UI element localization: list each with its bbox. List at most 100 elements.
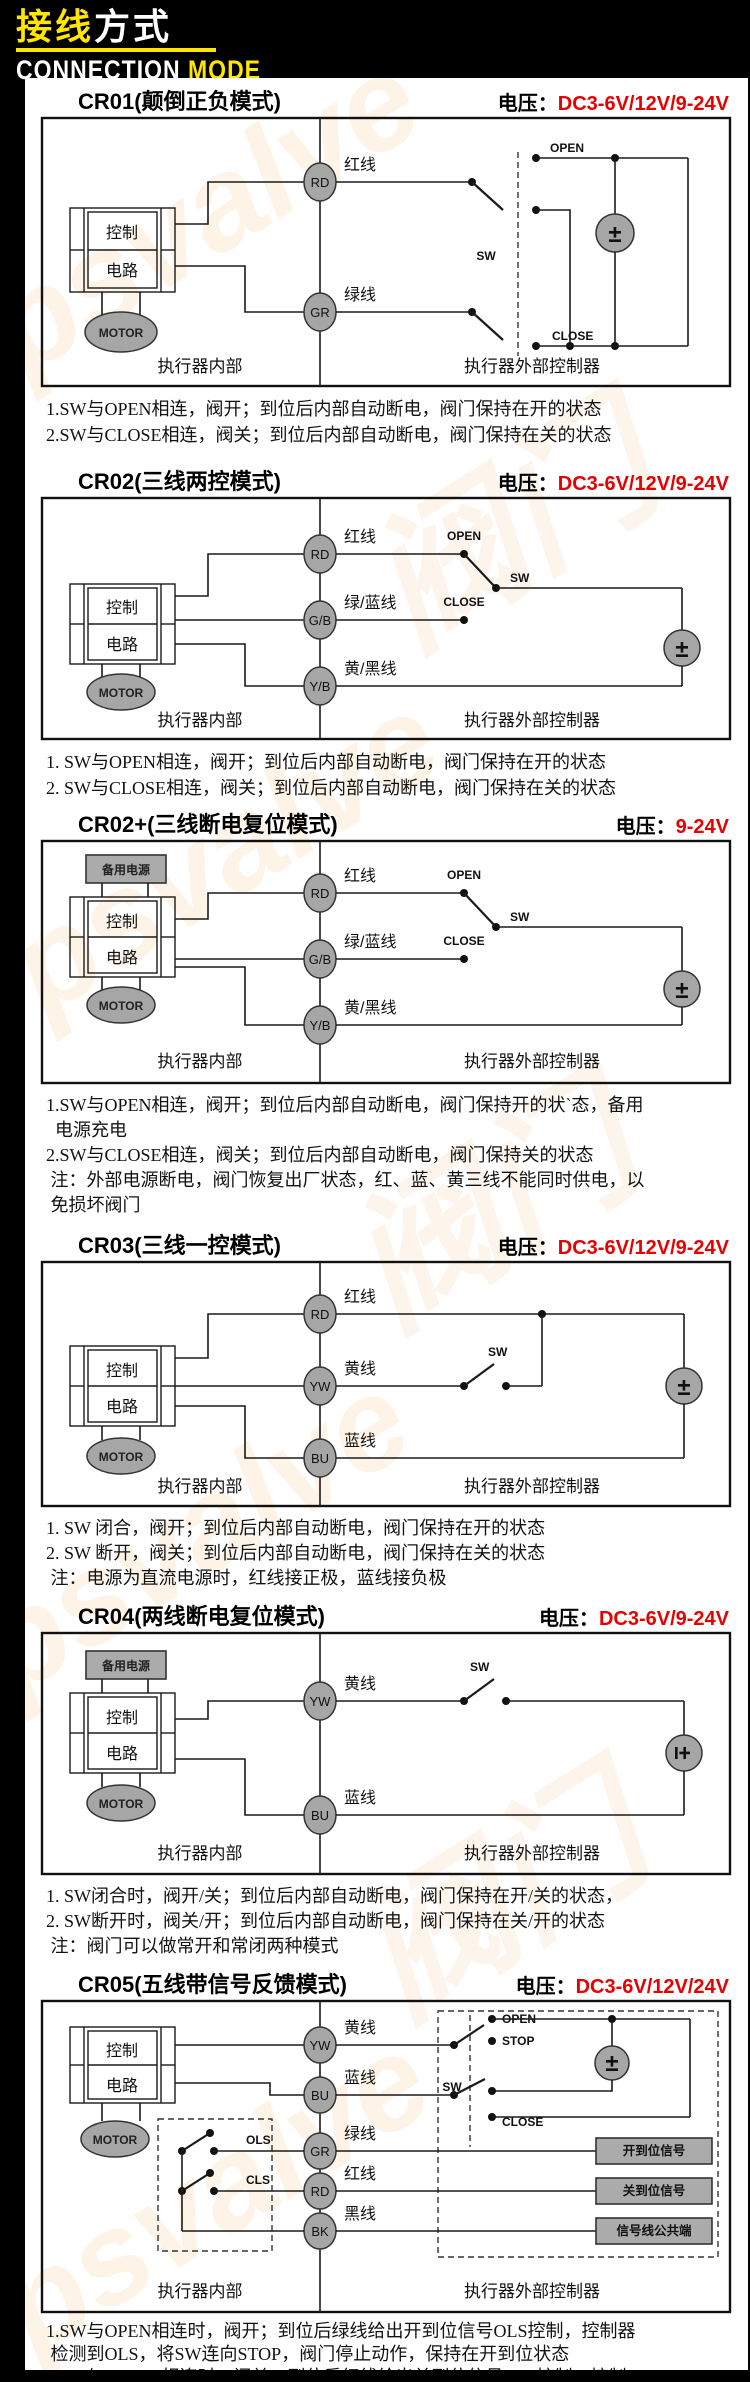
wire-terminal-bu: BU [303,1795,337,1835]
switch-blade [463,1678,495,1702]
actuator-label-2: 电路 [106,2077,138,2095]
wire-name-green: 绿线 [344,2125,376,2143]
section-header: CR01(颠倒正负模式) 电压：DC3-6V/12V/9-24V [40,86,733,116]
section-cr04: CR04(两线断电复位模式) 电压：DC3-6V/9-24V 备用电源 控制 [25,1601,748,1969]
motor-icon: MOTOR [84,292,158,353]
switch-blade [463,1363,495,1387]
wire-name-red: 红线 [344,156,376,174]
section-title: CR03(三线一控模式) [78,1233,281,1258]
section-title: CR04(两线断电复位模式) [78,1604,325,1629]
svg-text:RD: RD [311,2184,330,2199]
note-line: 检测到OLS，将SW连向STOP，阀门停止动作，保持在开到位状态 [46,2344,570,2364]
svg-text:BU: BU [311,1808,329,1823]
signal-box-common: 信号线公共端 [595,2217,713,2245]
wire-name-blue: 蓝线 [344,1789,376,1807]
voltage-label: 电压： [497,473,558,495]
voltage-label: 电压： [497,1237,558,1259]
limit-switch-box [157,2118,273,2252]
page-title-accent: 接线 [16,6,95,47]
cls-switch: CLS [178,2169,304,2195]
outside-label: 执行器外部控制器 [464,2282,600,2301]
actuator-label-1: 控制 [106,913,138,931]
svg-text:RD: RD [311,886,330,901]
close-label: CLOSE [552,329,593,343]
section-notes: 1.SW与OPEN相连时，阀开；到位后绿线给出开到位信号OLS控制，控制器 检测… [40,2314,733,2370]
note-line: 2. SW与CLOSE相连，阀关；到位后内部自动断电，阀门保持在关的状态 [46,778,617,798]
voltage: 电压：DC3-6V/12V/24V [516,1970,729,1999]
open-label: OPEN [447,529,481,543]
wire-name-red: 红线 [344,867,376,885]
section-notes: 1.SW与OPEN相连，阀开；到位后内部自动断电，阀门保持开的状`态，备用 电源… [40,1085,733,1230]
note-line: 电源充电 [46,1120,127,1140]
svg-text:YW: YW [310,1379,332,1394]
svg-text:BU: BU [311,1451,329,1466]
wire-terminal-rd: RD [303,2172,337,2210]
section-title: CR02+(三线断电复位模式) [78,812,338,837]
note-line: 1.SW与OPEN相连，阀开；到位后内部自动断电，阀门保持在开的状态 [46,399,602,419]
cls-label: CLS [246,2173,270,2187]
voltage: 电压：9-24V [616,810,729,839]
svg-text:RD: RD [311,1307,330,1322]
note-line: 2. SW 断开，阀关；到位后内部自动断电，阀门保持在关的状态 [46,1543,546,1563]
battery-icon: ± [665,1367,703,1405]
section-header: CR02(三线两控模式) 电压：DC3-6V/12V/9-24V [40,466,733,496]
section-title: CR05(五线带信号反馈模式) [78,1972,347,1997]
battery-icon: ± [594,2045,630,2081]
inside-label: 执行器内部 [158,2282,243,2301]
actuator-label-1: 控制 [106,224,138,242]
wire-terminal-rd: RD [303,873,337,913]
actuator: 控制 电路 [69,583,176,665]
svg-text:RD: RD [311,175,330,190]
note-line: 注：阀门可以做常开和常闭两种模式 [46,1936,339,1956]
svg-text:±: ± [608,221,621,248]
section-title: CR02(三线两控模式) [78,469,281,494]
svg-text:备用电源: 备用电源 [101,1658,150,1673]
actuator: 控制 电路 [69,896,176,978]
actuator-label-1: 控制 [106,599,138,617]
note-line: 1.SW与OPEN相连，阀开；到位后内部自动断电，阀门保持开的状`态，备用 [46,1095,644,1115]
backup-power: 备用电源 [85,1650,167,1693]
note-line: 注：外部电源断电，阀门恢复出厂状态，红、蓝、黄三线不能同时供电，以 [46,1170,645,1190]
wire-name-yellow: 黄线 [344,1675,376,1693]
motor-icon: MOTOR [86,1426,156,1475]
sw-label: SW [488,1345,508,1359]
actuator-label-2: 电路 [106,1745,138,1763]
backup-power: 备用电源 [85,854,167,897]
svg-text:关到位信号: 关到位信号 [623,2183,686,2198]
inside-label: 执行器内部 [158,1052,243,1071]
actuator: 控制 电路 [69,207,176,293]
wire-terminal-bu: BU [303,2076,337,2114]
wire-terminal-bk: BK [303,2212,337,2250]
section-notes: 1. SW闭合时，阀开/关；到位后内部自动断电，阀门保持在开/关的状态，2. S… [40,1876,733,1969]
wire-name-red: 红线 [344,1288,376,1306]
motor-label: MOTOR [99,686,144,700]
inside-label: 执行器内部 [158,357,243,376]
controller-box [437,2010,719,2258]
battery-icon: ± [663,970,701,1008]
battery-icon: ± [595,213,635,253]
section-header: CR02+(三线断电复位模式) 电压：9-24V [40,809,733,839]
svg-text:G/B: G/B [309,952,331,967]
svg-text:±: ± [677,1374,690,1401]
svg-text:G/B: G/B [309,613,331,628]
sw-label: SW [476,249,496,263]
section-cr02plus: CR02+(三线断电复位模式) 电压：9-24V 备用电源 控制 电路 [25,809,748,1230]
voltage-value: DC3-6V/12V/9-24V [557,1237,729,1259]
wire-terminal-gb: G/B [303,600,337,640]
voltage-value: DC3-6V/12V/9-24V [557,93,729,115]
motor-label: MOTOR [99,999,144,1013]
page-title: 接线方式 [16,0,750,46]
sw-label: SW [510,910,530,924]
note-line: 注：电源为直流电源时，红线接正极，蓝线接负极 [46,1568,447,1588]
inside-label: 执行器内部 [158,711,243,730]
wire-terminal-rd: RD [303,1294,337,1334]
actuator: 控制 电路 [69,1692,176,1774]
cr04-diagram: 备用电源 控制 电路 MOTOR [40,1631,732,1876]
page-header: 接线方式 CONNECTION MODE [0,0,750,85]
wire-name-green-blue: 绿/蓝线 [344,933,396,951]
voltage: 电压：DC3-6V/12V/9-24V [498,87,729,116]
actuator: 控制 电路 [69,1345,176,1427]
svg-text:开到位信号: 开到位信号 [623,2143,686,2158]
ols-label: OLS [246,2133,271,2147]
